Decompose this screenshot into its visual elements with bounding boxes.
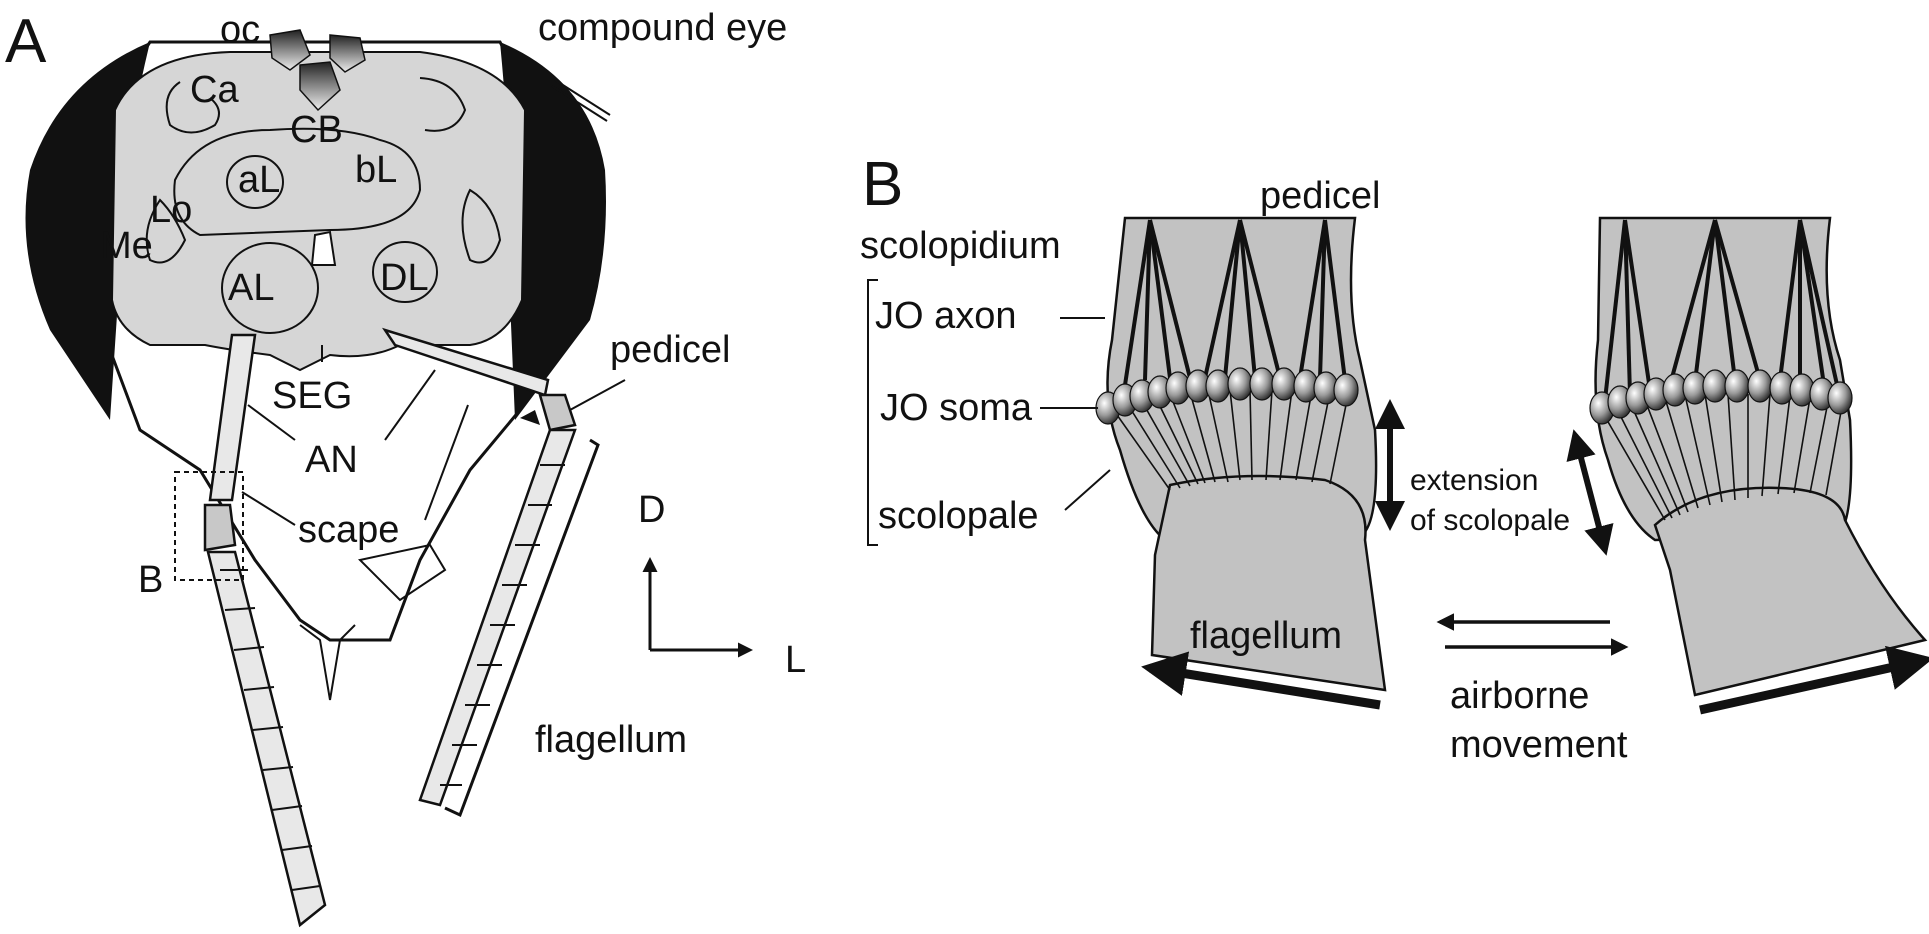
b-region-box: [174, 471, 244, 581]
label-seg: SEG: [272, 375, 352, 417]
label-me: Me: [100, 225, 153, 267]
neuropil-calyx-left: [165, 81, 220, 134]
brain-hole: [310, 230, 337, 266]
label-jo-axon: JO axon: [875, 295, 1017, 337]
ocellus-left: [269, 29, 311, 71]
label-b-flagellum: flagellum: [1190, 615, 1342, 657]
label-compound-eye: compound eye: [538, 7, 787, 49]
label-jo-soma: JO soma: [880, 387, 1033, 429]
antenna-left-flagellum: [206, 550, 327, 928]
antenna-right-flagellum: [418, 428, 577, 807]
label-scape: scape: [298, 509, 399, 551]
neuropil-central: [173, 127, 422, 237]
panel-b-label: B: [862, 150, 903, 219]
extension-arrow-right: [1566, 429, 1614, 556]
scolopales-right: [1599, 393, 1843, 521]
ocellus-right: [329, 34, 366, 73]
panel-a: A oc Ca CB aL bL Lo Me AL DL SEG AN scap…: [5, 7, 806, 928]
label-scolopale: scolopale: [878, 495, 1039, 537]
label-extension-line1: extension: [1410, 464, 1538, 497]
label-movement: movement: [1450, 724, 1628, 766]
somas-right: [1589, 369, 1853, 425]
label-DL: DL: [380, 257, 429, 299]
leader-pedicel: [569, 379, 626, 411]
label-cb: CB: [290, 109, 343, 151]
label-an: AN: [305, 439, 358, 481]
brain: [110, 51, 527, 372]
scolopidium-bracket: [867, 279, 878, 546]
label-extension-line2: of scolopale: [1410, 504, 1570, 537]
compound-eye-right: [500, 42, 606, 420]
label-ca: Ca: [190, 69, 239, 111]
flagellum-right: [1653, 486, 1928, 697]
label-AL: AL: [228, 267, 274, 309]
leader-scape-left: [241, 491, 296, 526]
label-axis-l: L: [785, 639, 806, 681]
antenna-left: [203, 333, 327, 928]
antenna-left-scape: [208, 333, 257, 502]
scolopales-left: [1109, 389, 1349, 491]
label-oc: oc: [220, 9, 260, 51]
head-appendage: [357, 543, 447, 602]
neuropil-antennal-lobe: [221, 242, 319, 334]
axons-left: [1123, 219, 1347, 386]
leader-an-left: [247, 404, 296, 441]
neuropil-al-lobe: [226, 155, 284, 209]
mouthparts: [299, 624, 356, 701]
antenna-right: [382, 327, 577, 807]
axons-right: [1603, 219, 1842, 401]
leader-an-right: [384, 369, 436, 441]
label-bl-lobe: bL: [355, 149, 397, 191]
somas-left: [1095, 367, 1359, 425]
label-axis-d: D: [638, 489, 665, 531]
neuropil-dorsal-lobe: [372, 241, 438, 303]
leader-compound-eye: [554, 79, 611, 116]
label-al-lobe: aL: [238, 159, 280, 201]
panel-b: B pedicel scolopidium JO axon JO soma sc…: [860, 150, 1929, 766]
neuropil-lobula-right: [461, 188, 502, 264]
label-scolopidium: scolopidium: [860, 225, 1061, 267]
neuropil-lobula: [145, 198, 187, 264]
label-pedicel: pedicel: [610, 329, 730, 371]
flagellum-left: [1150, 474, 1387, 692]
neuropil-calyx-right: [419, 77, 467, 132]
antenna-right-pedicel: [538, 393, 577, 432]
leader-scolopale: [1064, 469, 1111, 511]
panel-a-label: A: [5, 7, 47, 76]
flagellum-movement-left: [1141, 651, 1381, 710]
flagellum-bracket: [444, 438, 600, 818]
label-b-pedicel: pedicel: [1260, 175, 1380, 217]
ocellus-median: [299, 61, 341, 112]
flagellum-movement-right: [1699, 645, 1929, 715]
antenna-left-pedicel: [203, 503, 237, 552]
label-flagellum: flagellum: [535, 719, 687, 761]
label-airborne: airborne: [1450, 675, 1589, 717]
label-lo: Lo: [150, 189, 192, 231]
leader-scape-right: [424, 404, 469, 521]
label-b-box: B: [138, 559, 163, 601]
